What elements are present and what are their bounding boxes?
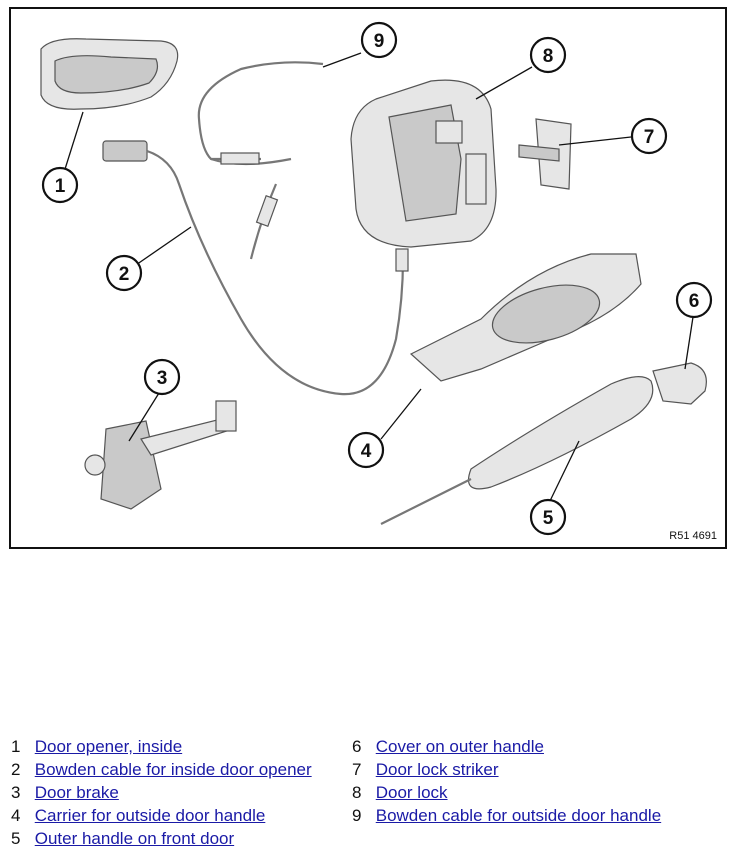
- diagram-illustration: 1 2 3 4 5 6 7 8: [40, 21, 713, 536]
- door-lock-striker-illustration: [518, 118, 572, 190]
- exploded-parts-diagram: 1 2 3 4 5 6 7 8: [9, 7, 727, 549]
- svg-text:9: 9: [374, 31, 385, 52]
- svg-text:6: 6: [689, 291, 700, 312]
- callout-8: 8: [529, 36, 567, 74]
- legend-link-carrier-outside-handle[interactable]: Carrier for outside door handle: [34, 806, 266, 825]
- legend-link-bowden-cable-outside[interactable]: Bowden cable for outside door handle: [375, 806, 662, 825]
- callout-3: 3: [143, 358, 181, 396]
- legend-number: 5: [11, 829, 21, 848]
- legend-link-door-lock-striker[interactable]: Door lock striker: [375, 760, 499, 779]
- legend-number: 1: [11, 737, 21, 756]
- legend-link-bowden-cable-inside[interactable]: Bowden cable for inside door opener: [34, 760, 312, 779]
- callout-9: 9: [360, 21, 398, 59]
- legend-item-4: 4 Carrier for outside door handle: [11, 804, 265, 827]
- bowden-cable-inside-illustration: [102, 140, 409, 396]
- svg-text:5: 5: [543, 508, 554, 529]
- callout-2: 2: [105, 254, 143, 292]
- legend-link-door-lock[interactable]: Door lock: [375, 783, 448, 802]
- callout-6: 6: [675, 281, 713, 319]
- legend-item-6: 6 Cover on outer handle: [352, 735, 544, 758]
- legend-number: 6: [352, 737, 362, 756]
- cover-outer-handle-illustration: [652, 362, 707, 405]
- callout-4: 4: [347, 431, 385, 469]
- figure-reference-code: R51 4691: [669, 530, 717, 542]
- svg-text:8: 8: [543, 46, 554, 67]
- legend-number: 4: [11, 806, 21, 825]
- legend-item-1: 1 Door opener, inside: [11, 735, 182, 758]
- legend-item-9: 9 Bowden cable for outside door handle: [352, 804, 661, 827]
- door-brake-illustration: [84, 400, 237, 510]
- callout-5: 5: [529, 498, 567, 536]
- svg-text:7: 7: [644, 127, 655, 148]
- door-lock-illustration: [350, 79, 497, 248]
- bowden-cable-outside-illustration: [197, 61, 324, 260]
- legend-link-outer-handle-front-door[interactable]: Outer handle on front door: [34, 829, 235, 848]
- legend-number: 3: [11, 783, 21, 802]
- legend-item-8: 8 Door lock: [352, 781, 448, 804]
- svg-text:4: 4: [361, 441, 372, 462]
- legend-item-2: 2 Bowden cable for inside door opener: [11, 758, 312, 781]
- legend-link-door-brake[interactable]: Door brake: [34, 783, 119, 802]
- svg-text:1: 1: [55, 176, 66, 197]
- legend-number: 2: [11, 760, 21, 779]
- door-opener-inside-illustration: [40, 38, 179, 110]
- svg-text:2: 2: [119, 264, 130, 285]
- legend-item-3: 3 Door brake: [11, 781, 119, 804]
- outer-handle-illustration: [380, 376, 654, 525]
- legend-item-7: 7 Door lock striker: [352, 758, 499, 781]
- svg-text:3: 3: [157, 368, 168, 389]
- callout-7: 7: [630, 117, 668, 155]
- legend-item-5: 5 Outer handle on front door: [11, 827, 234, 850]
- legend-number: 9: [352, 806, 362, 825]
- callout-1: 1: [41, 166, 79, 204]
- legend-link-cover-outer-handle[interactable]: Cover on outer handle: [375, 737, 544, 756]
- legend-link-door-opener-inside[interactable]: Door opener, inside: [34, 737, 183, 756]
- legend-number: 8: [352, 783, 362, 802]
- parts-legend: 1 Door opener, inside 2 Bowden cable for…: [11, 735, 731, 853]
- legend-number: 7: [352, 760, 362, 779]
- carrier-outside-handle-illustration: [409, 253, 642, 382]
